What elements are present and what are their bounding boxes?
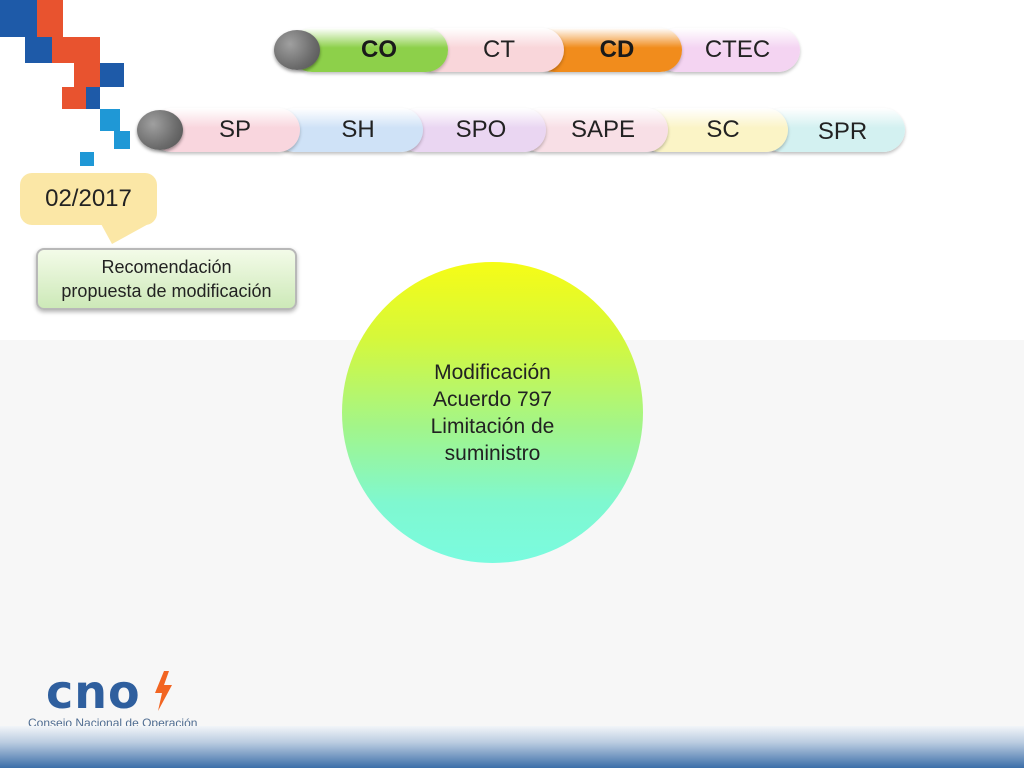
lightning-bolt-icon xyxy=(155,671,172,711)
date-callout-tail xyxy=(100,222,152,244)
cno-logo: cno Consejo Nacional de Operación xyxy=(28,665,208,735)
subcommittee-row: SP SH SPO SAPE SC SPR xyxy=(0,108,1024,152)
pill-label: SC xyxy=(706,116,740,143)
pill-label: SAPE xyxy=(570,116,636,143)
recommendation-text: Recomendación propuesta de modificación xyxy=(61,257,272,301)
pill-spo[interactable]: SPO xyxy=(396,108,546,152)
pill-label: CO xyxy=(361,36,397,63)
pill-label: SPO xyxy=(455,116,507,143)
pill-label: SP xyxy=(218,116,251,143)
date-label: 02/2017 xyxy=(45,185,132,212)
pill-label: SH xyxy=(341,116,375,143)
row1-knob-icon xyxy=(274,30,320,70)
pill-label: CD xyxy=(599,36,635,63)
footer-gradient-bar xyxy=(0,726,1024,768)
topic-circle-text: Modificación Acuerdo 797 Limitación de s… xyxy=(430,360,555,465)
pill-label: SPR xyxy=(817,118,868,145)
date-callout: 02/2017 xyxy=(20,173,157,225)
row2-knob-icon xyxy=(137,110,183,150)
recommendation-box[interactable]: Recomendación propuesta de modificación xyxy=(36,248,297,310)
logo-wordmark: cno xyxy=(46,665,141,719)
topic-circle: Modificación Acuerdo 797 Limitación de s… xyxy=(342,262,643,563)
committee-row: CO CT CD CTEC xyxy=(0,28,1024,72)
pill-label: CTEC xyxy=(704,36,771,63)
pill-label: CT xyxy=(483,36,515,63)
